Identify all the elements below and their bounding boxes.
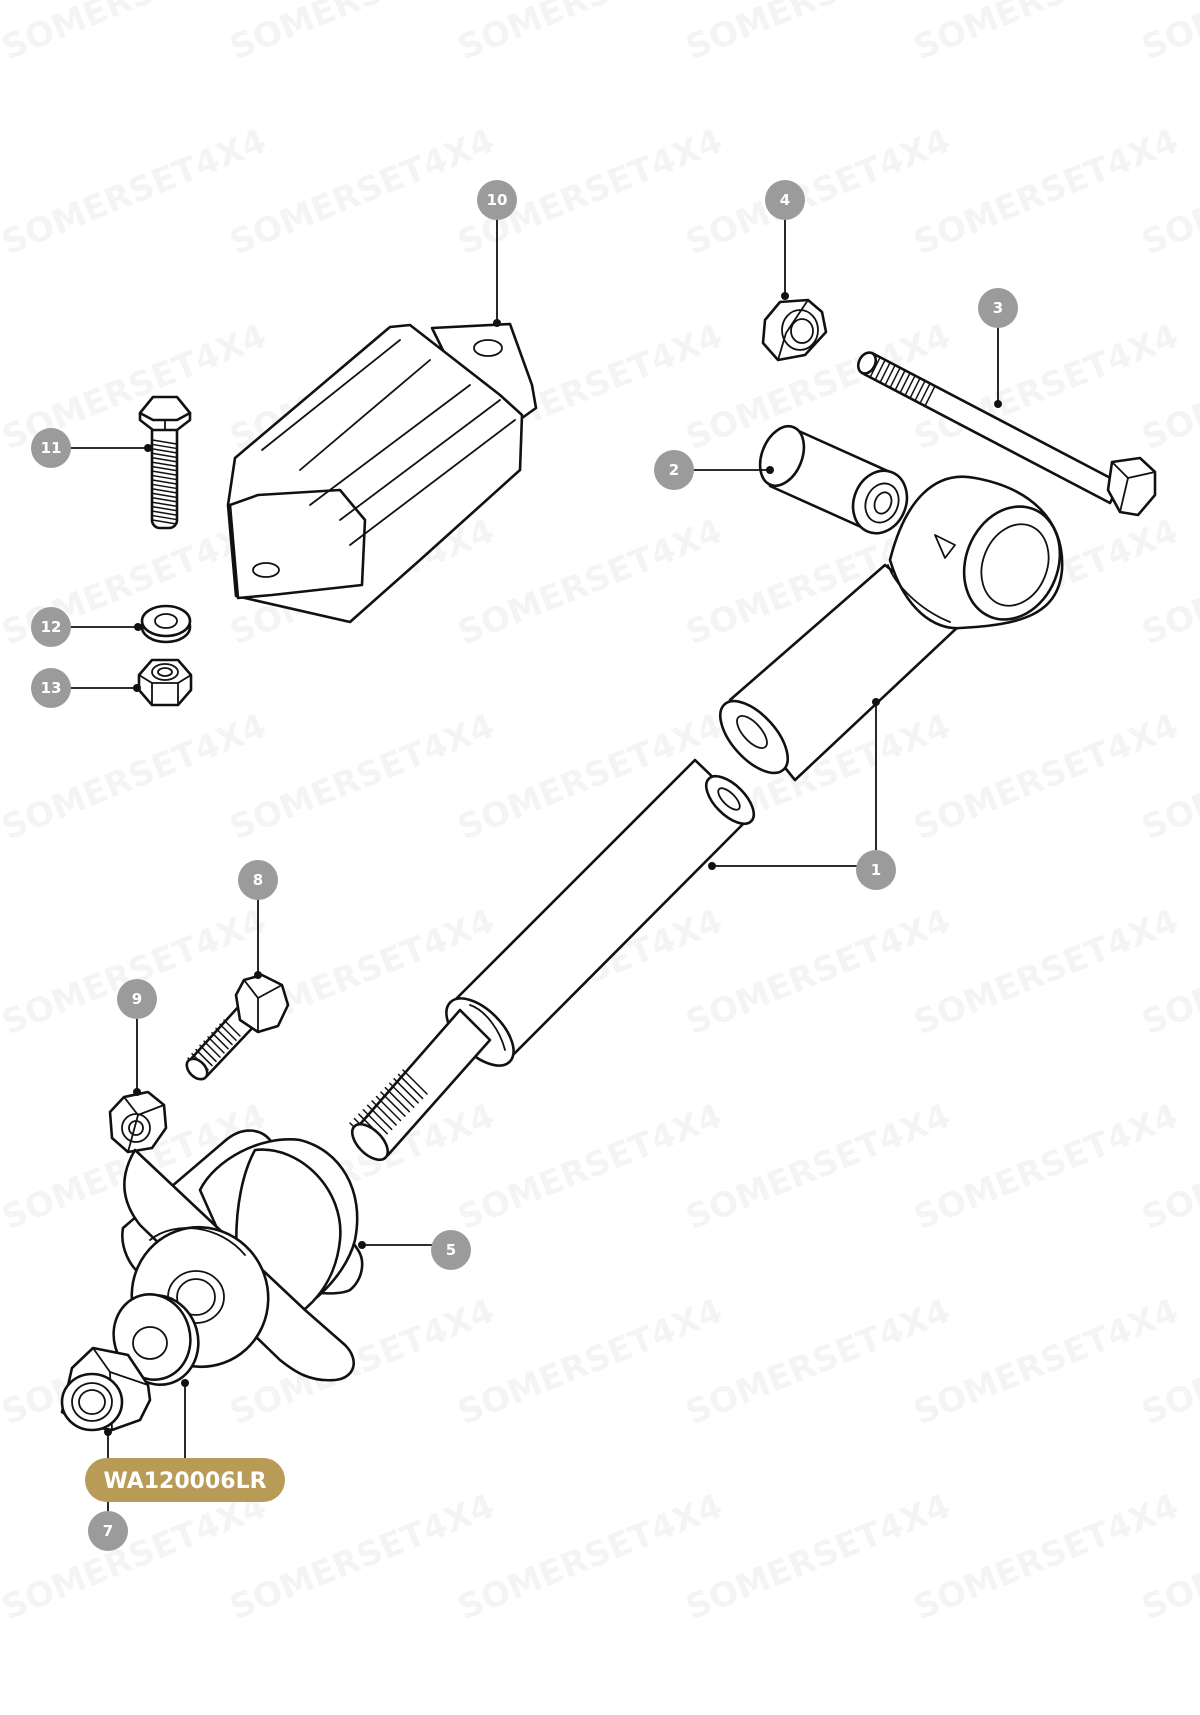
- callout-label-2: 2: [669, 461, 679, 479]
- thread-line: [151, 465, 178, 472]
- thread-line: [889, 367, 901, 389]
- thread-line: [151, 474, 178, 481]
- thread-line: [151, 505, 178, 512]
- callout-2: 2: [654, 450, 694, 490]
- thread-line: [899, 372, 911, 394]
- callout-5: 5: [431, 1230, 471, 1270]
- callout-label-1: 1: [871, 861, 881, 879]
- callout-13: 13: [31, 668, 71, 708]
- thread-line: [375, 1095, 402, 1122]
- thread-line: [195, 1048, 213, 1067]
- thread-line: [914, 380, 926, 402]
- chassis-bracket: [226, 322, 538, 624]
- thread-line: [151, 448, 178, 454]
- callout-12: 12: [31, 607, 71, 647]
- thread-line: [366, 1104, 393, 1131]
- nut-13: [137, 658, 193, 707]
- thread-line: [151, 501, 178, 507]
- callout-label-4: 4: [780, 191, 790, 209]
- nut-4: [761, 298, 828, 362]
- callout-10: 10: [477, 180, 517, 220]
- callout-label-13: 13: [41, 679, 62, 697]
- callout-1: 1: [856, 850, 896, 890]
- washer-12: [140, 604, 192, 644]
- washer-wa120006lr: [112, 1293, 200, 1386]
- thread-line: [151, 483, 178, 490]
- callout-label-3: 3: [993, 299, 1003, 317]
- thread-line: [151, 461, 178, 467]
- thread-line: [199, 1044, 217, 1063]
- nut-7: [60, 1346, 152, 1432]
- thread-line: [151, 519, 178, 525]
- thread-line: [151, 488, 178, 494]
- callout-4: 4: [765, 180, 805, 220]
- thread-line: [151, 510, 178, 516]
- thread-line: [402, 1069, 428, 1095]
- thread-line: [904, 374, 916, 397]
- part-number-label: WA120006LR: [103, 1469, 266, 1494]
- bolt-8: [185, 973, 290, 1081]
- thread-line: [151, 457, 178, 463]
- thread-line: [919, 382, 931, 405]
- callout-9: 9: [117, 979, 157, 1019]
- thread-line: [211, 1031, 229, 1050]
- callout-label-11: 11: [41, 439, 62, 457]
- callout-label-9: 9: [132, 990, 142, 1008]
- thread-line: [219, 1023, 237, 1041]
- callout-3: 3: [978, 288, 1018, 328]
- nut-9: [108, 1090, 168, 1154]
- thread-line: [151, 439, 178, 445]
- part-number-badge[interactable]: WA120006LR: [85, 1458, 285, 1502]
- callout-label-12: 12: [41, 618, 62, 636]
- callout-label-8: 8: [253, 871, 263, 889]
- thread-line: [207, 1036, 225, 1054]
- thread-line: [151, 470, 178, 476]
- thread-line: [203, 1040, 221, 1058]
- thread-line: [894, 369, 906, 392]
- thread-line: [380, 1091, 406, 1117]
- thread-line: [151, 443, 178, 450]
- watermark-layer: SOMERSET4X4SOMERSET4X4SOMERSET4X4SOMERSE…: [0, 0, 1200, 1628]
- thread-line: [874, 359, 886, 381]
- thread-line: [151, 514, 178, 521]
- thread-line: [397, 1073, 424, 1100]
- thread-line: [151, 479, 178, 485]
- callout-8: 8: [238, 860, 278, 900]
- thread-line: [151, 497, 178, 503]
- callout-11: 11: [31, 428, 71, 468]
- callout-label-5: 5: [446, 1241, 456, 1259]
- radius-arm-tube: [349, 758, 756, 1162]
- thread-line: [389, 1082, 415, 1108]
- callout-label-10: 10: [487, 191, 508, 209]
- thread-line: [215, 1027, 233, 1046]
- callout-7: 7: [88, 1511, 128, 1551]
- long-bolt-3: [856, 351, 1157, 517]
- radius-arm-eye: [719, 475, 1064, 782]
- thread-line: [371, 1100, 397, 1126]
- thread-line: [362, 1109, 388, 1135]
- thread-line: [151, 492, 178, 499]
- thread-line: [924, 385, 936, 407]
- thread-line: [884, 364, 896, 387]
- callout-label-7: 7: [103, 1522, 113, 1540]
- thread-line: [879, 362, 891, 384]
- thread-line: [151, 452, 178, 459]
- rubber-mounting-5: [121, 1129, 364, 1382]
- watermark-text: SOMERSET4X4: [1136, 0, 1200, 68]
- thread-line: [393, 1078, 419, 1104]
- bush-2: [758, 424, 909, 535]
- thread-line: [909, 377, 921, 399]
- bolt-11: [138, 395, 192, 530]
- thread-line: [223, 1019, 241, 1037]
- thread-line: [384, 1086, 411, 1113]
